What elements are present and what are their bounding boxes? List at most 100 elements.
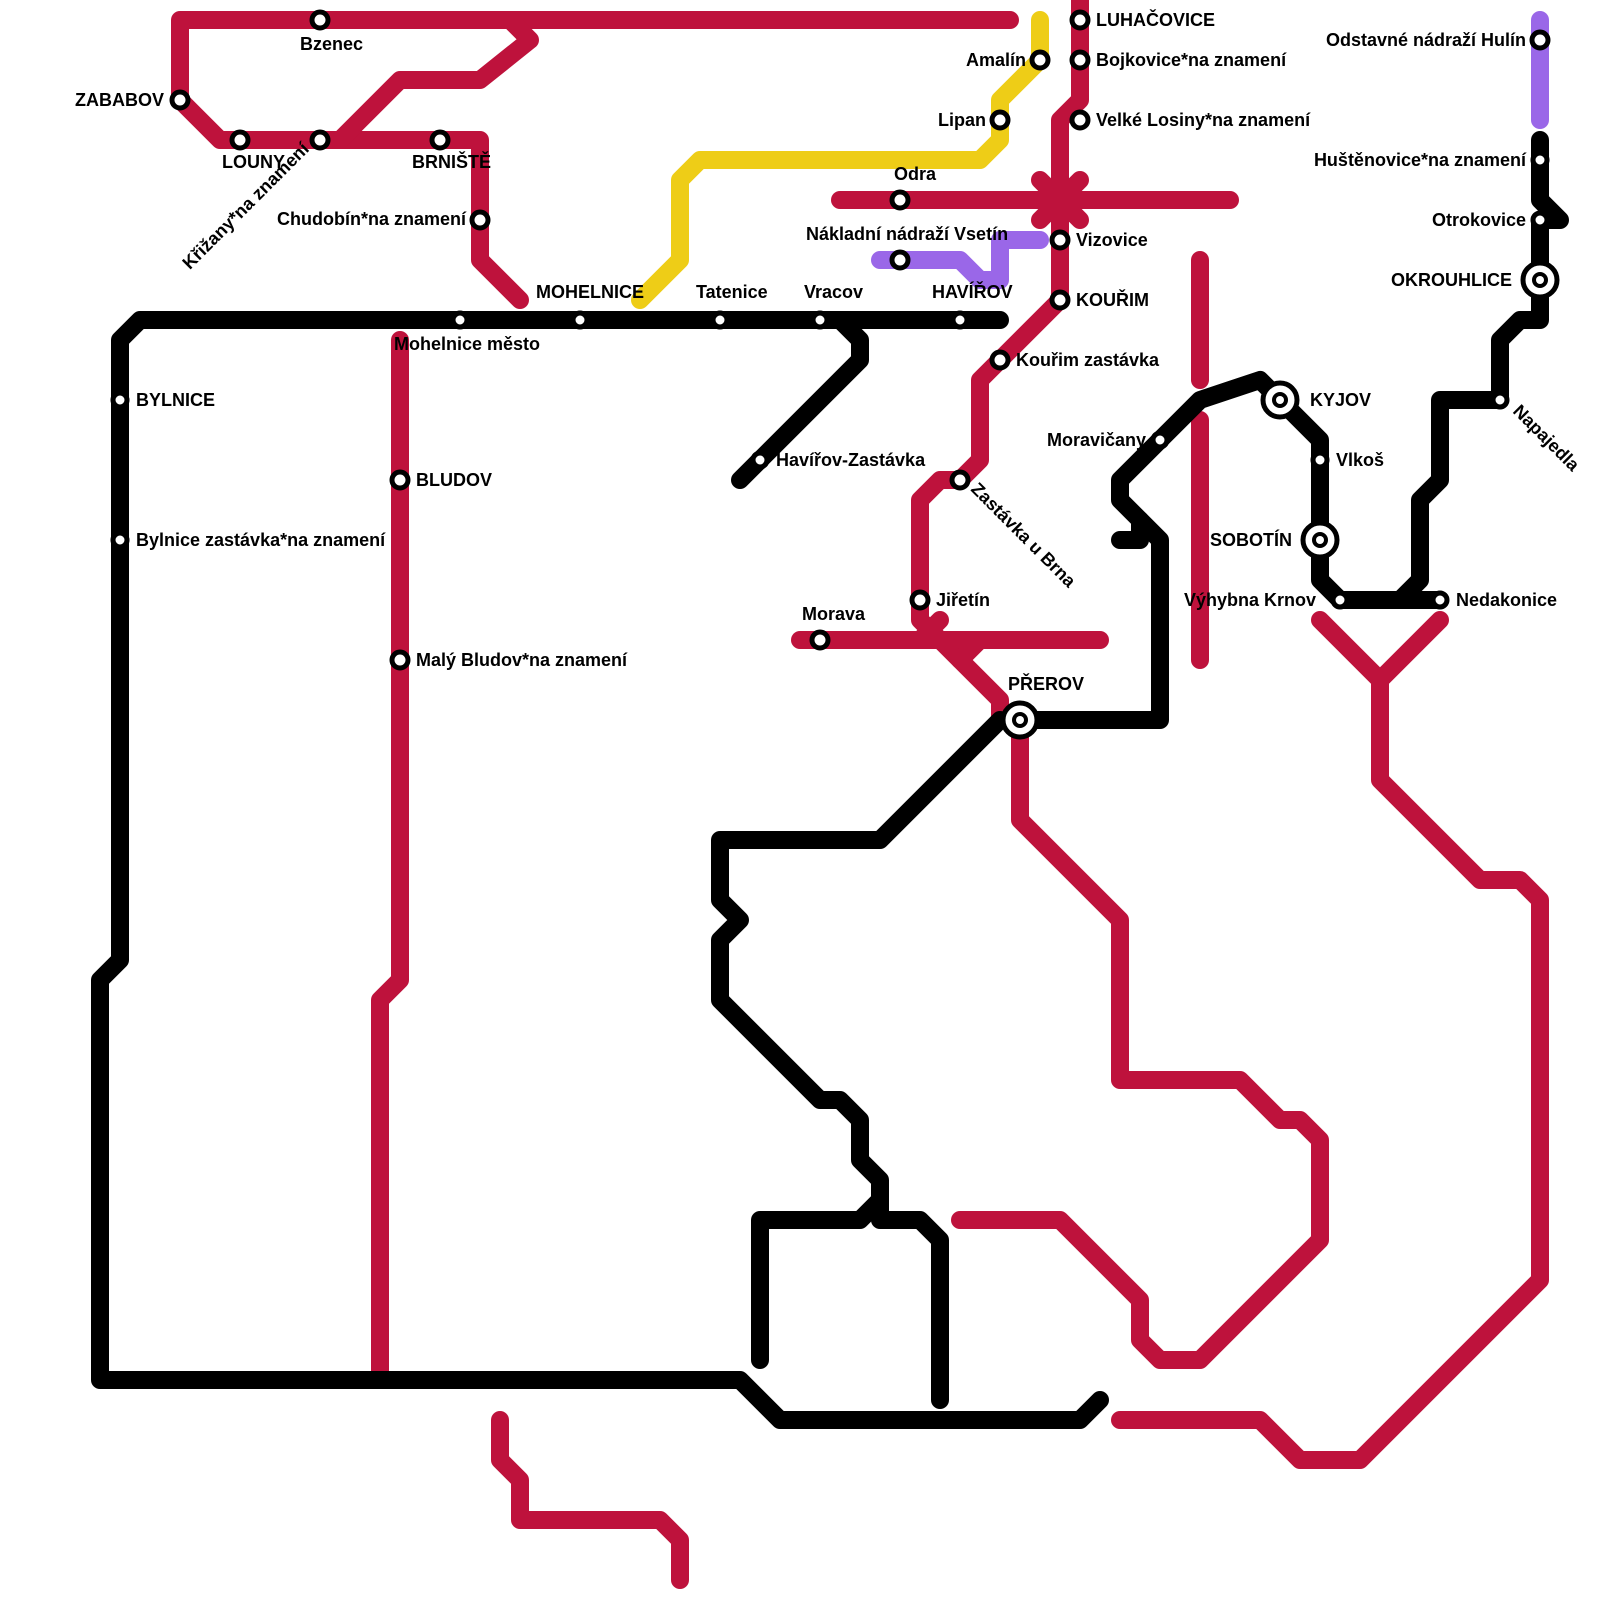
label-vracov: Vracov bbox=[804, 282, 863, 302]
station-luhacovice[interactable] bbox=[1069, 9, 1091, 31]
station-kourim[interactable] bbox=[1049, 289, 1071, 311]
label-sobotin: SOBOTÍN bbox=[1210, 529, 1292, 550]
label-luhacovice: LUHAČOVICE bbox=[1096, 9, 1215, 30]
red-line-bottom-stub bbox=[491, 1411, 689, 1589]
label-mohelnice-mesto: Mohelnice město bbox=[394, 334, 540, 354]
label-kyjov: KYJOV bbox=[1310, 390, 1371, 410]
interchange-sobotin[interactable] bbox=[1300, 520, 1340, 560]
interchange-okrouhlice[interactable] bbox=[1520, 260, 1560, 300]
label-maly-bludov: Malý Bludov*na znamení bbox=[416, 650, 628, 670]
black-line-bottom-square bbox=[751, 1191, 889, 1369]
station-krizany[interactable] bbox=[309, 129, 331, 151]
label-jiretin: Jiřetín bbox=[936, 590, 990, 610]
purple-line-vsetin bbox=[871, 231, 1049, 289]
station-velke-losiny[interactable] bbox=[1069, 109, 1091, 131]
red-line-top-branch bbox=[331, 11, 539, 149]
station-havirov[interactable] bbox=[950, 310, 970, 330]
black-line-prerov-west bbox=[711, 711, 1009, 1409]
label-zababov: ZABABOV bbox=[75, 90, 164, 110]
label-tatenice: Tatenice bbox=[696, 282, 768, 302]
station-napajedla[interactable] bbox=[1490, 390, 1510, 410]
station-mohelnice[interactable] bbox=[570, 310, 590, 330]
station-jiretin[interactable] bbox=[909, 589, 931, 611]
station-brniste[interactable] bbox=[429, 129, 451, 151]
interchange-kyjov[interactable] bbox=[1260, 380, 1300, 420]
red-line-prerov-south bbox=[951, 711, 1329, 1369]
label-louny: LOUNY bbox=[222, 152, 285, 172]
label-nakladni-vsetin: Nákladní nádraží Vsetín bbox=[806, 224, 1008, 244]
station-bylnice[interactable] bbox=[110, 390, 130, 410]
station-nakladni-vsetin[interactable] bbox=[889, 249, 911, 271]
station-chudobin[interactable] bbox=[469, 209, 491, 231]
station-group bbox=[110, 9, 1560, 740]
black-line-main-loop bbox=[91, 311, 1109, 1429]
interchange-prerov[interactable] bbox=[1000, 700, 1040, 740]
station-nedakonice[interactable] bbox=[1430, 590, 1450, 610]
label-bylnice-zastavka: Bylnice zastávka*na znamení bbox=[136, 530, 386, 550]
station-hulin[interactable] bbox=[1529, 29, 1551, 51]
station-bludov[interactable] bbox=[389, 469, 411, 491]
station-louny[interactable] bbox=[229, 129, 251, 151]
label-bylnice: BYLNICE bbox=[136, 390, 215, 410]
label-kourim: KOUŘIM bbox=[1076, 289, 1149, 310]
station-havirov-zastavka[interactable] bbox=[750, 450, 770, 470]
label-havirov-zastavka: Havířov-Zastávka bbox=[776, 450, 926, 470]
black-line-moravicany-stub bbox=[1111, 511, 1149, 549]
red-line-sobotin-south bbox=[1111, 611, 1549, 1469]
station-bojkovice[interactable] bbox=[1069, 49, 1091, 71]
red-line-bludov bbox=[371, 331, 409, 1389]
black-line-group bbox=[91, 131, 1569, 1429]
label-prerov: PŘEROV bbox=[1008, 673, 1084, 694]
label-velke-losiny: Velké Losiny*na znamení bbox=[1096, 110, 1311, 130]
yellow-line-group bbox=[631, 11, 1049, 309]
label-moravicany: Moravičany bbox=[1047, 430, 1146, 450]
label-mohelnice: MOHELNICE bbox=[536, 282, 644, 302]
label-bzenec: Bzenec bbox=[300, 34, 363, 54]
label-nedakonice: Nedakonice bbox=[1456, 590, 1557, 610]
station-vyhybna-krnov[interactable] bbox=[1330, 590, 1350, 610]
label-brniste: BRNIŠTĚ bbox=[412, 151, 491, 172]
label-napajedla: Napajedla bbox=[1509, 401, 1584, 476]
label-okrouhlice: OKROUHLICE bbox=[1391, 270, 1512, 290]
label-amalin: Amalín bbox=[966, 50, 1026, 70]
black-line-prerov-east bbox=[1011, 131, 1569, 729]
red-line-cross-diag-2 bbox=[1031, 171, 1089, 229]
station-bylnice-zastavka[interactable] bbox=[110, 530, 130, 550]
label-hulin: Odstavné nádraží Hulín bbox=[1326, 30, 1526, 50]
station-vracov[interactable] bbox=[810, 310, 830, 330]
label-lipan: Lipan bbox=[938, 110, 986, 130]
black-line-havirov-branch bbox=[731, 311, 869, 489]
station-morava[interactable] bbox=[809, 629, 831, 651]
station-amalin[interactable] bbox=[1029, 49, 1051, 71]
label-otrokovice: Otrokovice bbox=[1432, 210, 1526, 230]
label-vizovice: Vizovice bbox=[1076, 230, 1148, 250]
station-otrokovice[interactable] bbox=[1530, 210, 1550, 230]
label-odra: Odra bbox=[894, 164, 937, 184]
label-zastavka-u-brna: Zastávka u Brna bbox=[967, 479, 1080, 592]
station-mohelnice-mesto[interactable] bbox=[450, 310, 470, 330]
label-vyhybna-krnov: Výhybna Krnov bbox=[1184, 590, 1316, 610]
station-zababov[interactable] bbox=[169, 89, 191, 111]
station-kourim-zastavka[interactable] bbox=[989, 349, 1011, 371]
label-hustenovice: Huštěnovice*na znamení bbox=[1314, 150, 1527, 170]
station-maly-bludov[interactable] bbox=[389, 649, 411, 671]
label-bludov: BLUDOV bbox=[416, 470, 492, 490]
station-lipan[interactable] bbox=[989, 109, 1011, 131]
station-odra[interactable] bbox=[889, 189, 911, 211]
yellow-line bbox=[631, 11, 1049, 309]
station-vlkos[interactable] bbox=[1310, 450, 1330, 470]
label-kourim-zastavka: Kouřim zastávka bbox=[1016, 350, 1160, 370]
station-moravicany[interactable] bbox=[1150, 430, 1170, 450]
station-bzenec[interactable] bbox=[309, 9, 331, 31]
red-line-morava-link bbox=[911, 611, 989, 669]
label-vlkos: Vlkoš bbox=[1336, 450, 1384, 470]
station-hustenovice[interactable] bbox=[1530, 150, 1550, 170]
label-morava: Morava bbox=[802, 604, 866, 624]
label-havirov: HAVÍŘOV bbox=[932, 281, 1013, 302]
red-line-top-loop bbox=[171, 11, 1019, 309]
label-chudobin: Chudobín*na znamení bbox=[277, 209, 467, 229]
station-vizovice[interactable] bbox=[1049, 229, 1071, 251]
station-zastavka-u-brna[interactable] bbox=[949, 469, 971, 491]
station-tatenice[interactable] bbox=[710, 310, 730, 330]
